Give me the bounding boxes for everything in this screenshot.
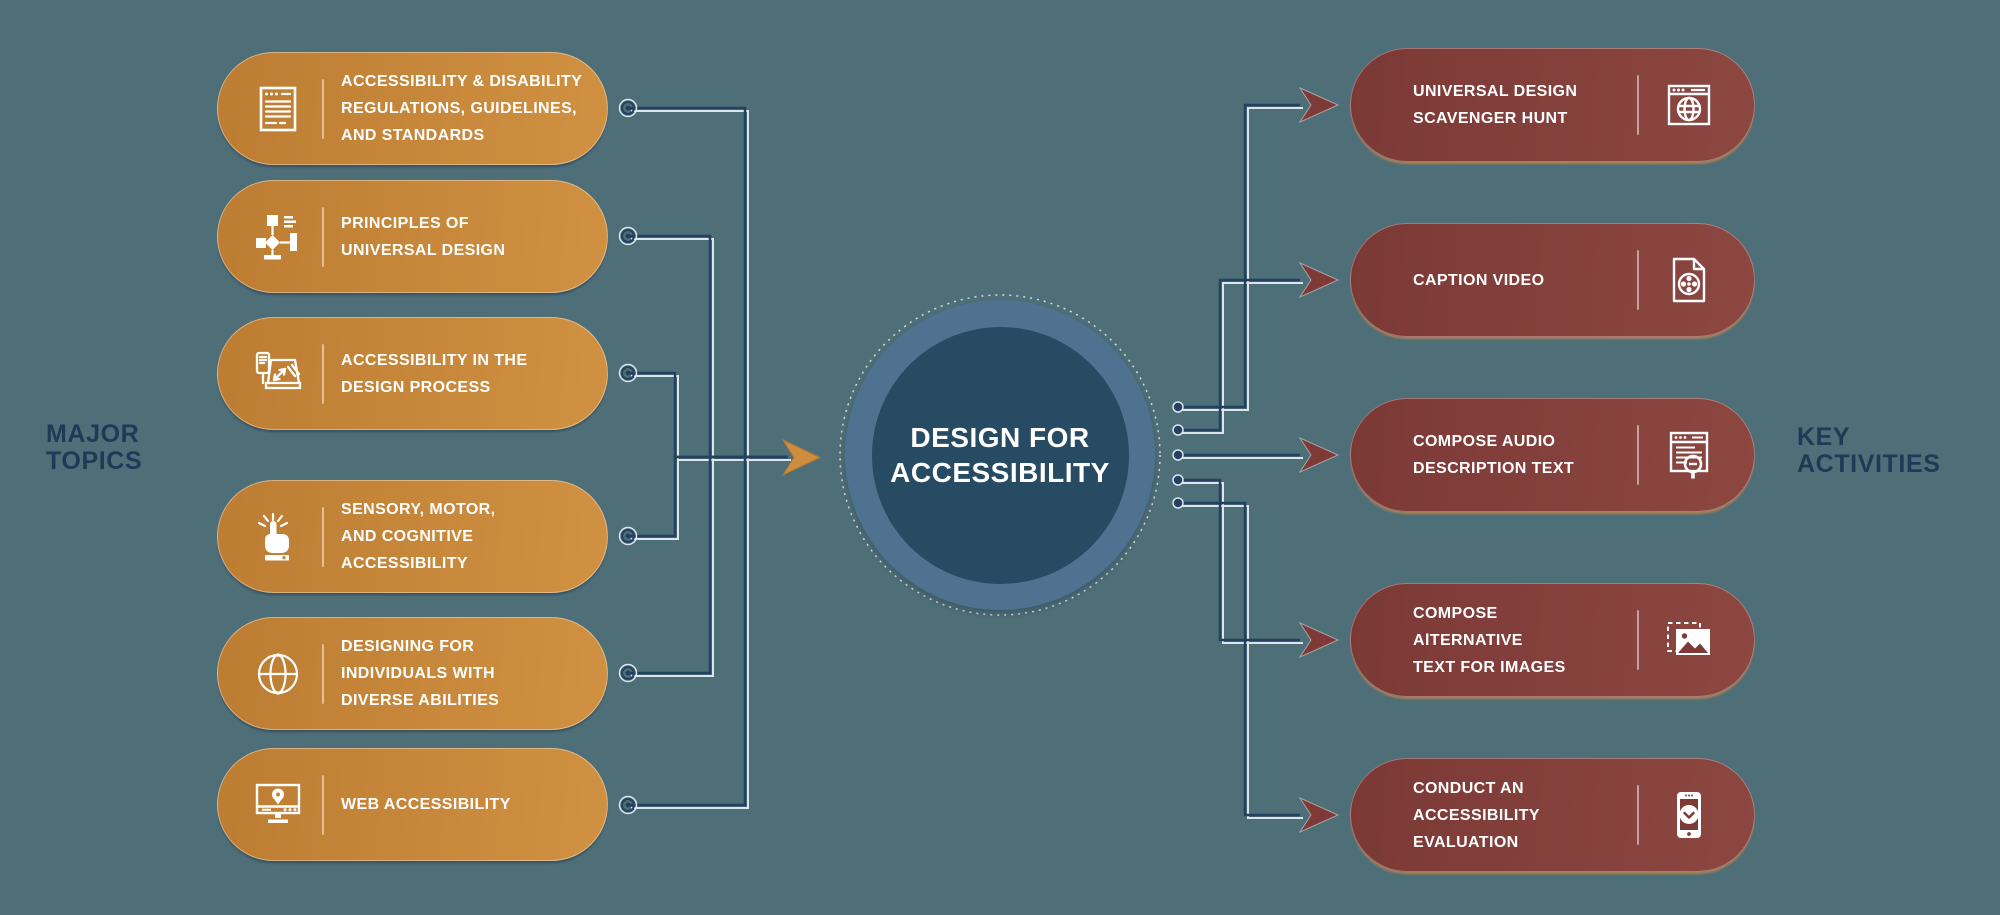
central-node: DESIGN FOR ACCESSIBILITY (845, 300, 1155, 610)
connector-highlight-lines (631, 107, 1303, 819)
topic-pill-1: ACCESSIBILITY & DISABILITY REGULATIONS, … (217, 52, 608, 165)
major-topics-label: MAJOR TOPICS (46, 420, 143, 475)
hand-tap-icon (254, 512, 302, 561)
activity-pill-label: COMPOSE AlTERNATIVE TEXT FOR IMAGES (1413, 604, 1566, 676)
monitor-location-icon (254, 781, 302, 829)
topic-pill-label: WEB ACCESSIBILITY (341, 796, 511, 813)
pill-divider (322, 343, 324, 404)
activity-pill-3: COMPOSE AUDIO DESCRIPTION TEXT (1350, 398, 1755, 512)
topic-pill-5: DESIGNING FOR INDIVIDUALS WITH DIVERSE A… (217, 617, 608, 730)
activity-pill-label: CONDUCT AN ACCESSIBILITY EVALUATION (1413, 779, 1540, 851)
central-node-inner: DESIGN FOR ACCESSIBILITY (871, 326, 1129, 584)
browser-globe-icon (1665, 81, 1713, 129)
pill-divider (322, 643, 324, 704)
activity-pill-5: CONDUCT AN ACCESSIBILITY EVALUATION (1350, 758, 1755, 872)
activity-arrow-icon (1298, 621, 1340, 659)
topic-pill-4: SENSORY, MOTOR, AND COGNITIVE ACCESSIBIL… (217, 480, 608, 593)
activity-arrow-icon (1298, 86, 1340, 124)
pill-divider (322, 78, 324, 139)
pill-divider (1637, 75, 1639, 135)
globe-icon (254, 650, 302, 698)
laptop-devices-icon (254, 350, 302, 398)
central-dashed-ring (839, 294, 1161, 616)
topic-connector-nodes (618, 98, 638, 815)
document-search-icon (1665, 431, 1713, 479)
topic-pill-label: ACCESSIBILITY & DISABILITY REGULATIONS, … (341, 73, 583, 144)
topic-pill-3: ACCESSIBILITY IN THE DESIGN PROCESS (217, 317, 608, 430)
topic-pill-label: ACCESSIBILITY IN THE DESIGN PROCESS (341, 351, 528, 396)
video-file-icon (1665, 256, 1713, 304)
phone-evaluation-icon (1665, 791, 1713, 839)
pill-divider (1637, 785, 1639, 845)
activity-arrow-icon (1298, 261, 1340, 299)
activity-pill-2: CAPTION VIDEO (1350, 223, 1755, 337)
pill-divider (322, 206, 324, 267)
activity-arrow-icons (1298, 86, 1340, 834)
connector-main-lines (628, 103, 1300, 817)
activity-pill-4: COMPOSE AlTERNATIVE TEXT FOR IMAGES (1350, 583, 1755, 697)
key-activities-label: KEY ACTIVITIES (1797, 423, 1941, 478)
image-alt-icon (1665, 616, 1713, 664)
activity-arrow-icon (1298, 796, 1340, 834)
pill-divider (322, 774, 324, 835)
activity-connector-nodes (1172, 401, 1184, 509)
pill-divider (1637, 250, 1639, 310)
activity-pill-1: UNIVERSAL DESIGN SCAVENGER HUNT (1350, 48, 1755, 162)
pill-divider (1637, 425, 1639, 485)
topic-pill-label: PRINCIPLES OF UNIVERSAL DESIGN (341, 214, 506, 259)
activity-arrow-icon (1298, 436, 1340, 474)
activity-pill-label: CAPTION VIDEO (1413, 271, 1545, 289)
central-node-title: DESIGN FOR ACCESSIBILITY (890, 422, 1110, 488)
activity-pill-label: COMPOSE AUDIO DESCRIPTION TEXT (1413, 433, 1575, 477)
topic-pill-2: PRINCIPLES OF UNIVERSAL DESIGN (217, 180, 608, 293)
flowchart-icon (254, 213, 302, 261)
merge-arrow-icon (781, 438, 822, 477)
pill-divider (322, 506, 324, 567)
topic-pill-label: DESIGNING FOR INDIVIDUALS WITH DIVERSE A… (341, 638, 500, 709)
topic-pill-6: WEB ACCESSIBILITY (217, 748, 608, 861)
document-regulations-icon (254, 85, 302, 133)
topic-pill-label: SENSORY, MOTOR, AND COGNITIVE ACCESSIBIL… (341, 501, 496, 572)
activity-pill-label: UNIVERSAL DESIGN SCAVENGER HUNT (1413, 83, 1578, 127)
pill-divider (1637, 610, 1639, 670)
